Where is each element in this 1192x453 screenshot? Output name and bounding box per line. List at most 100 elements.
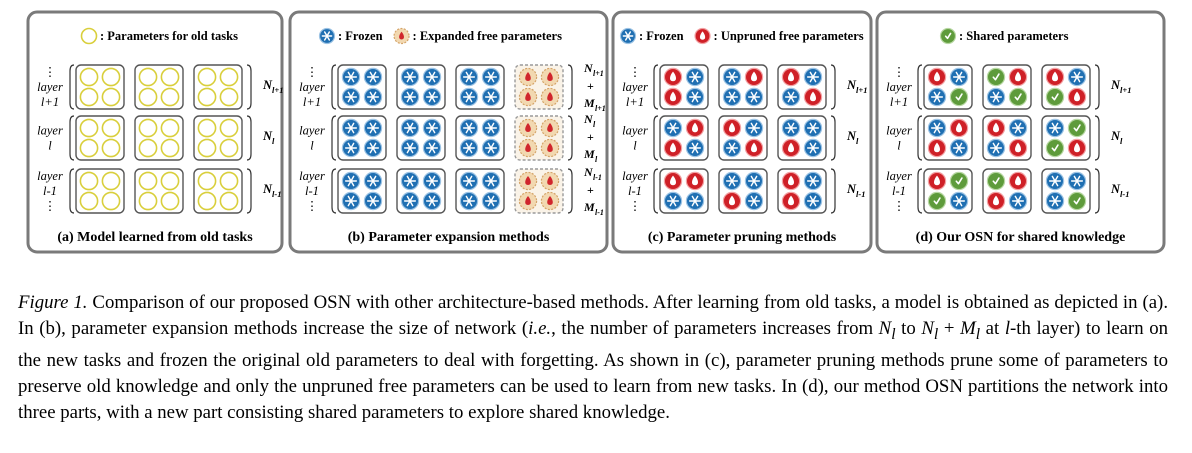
layer-index: layer [886,80,912,94]
layer-index: layer [622,80,648,94]
old-param-icon [80,27,98,45]
param-count-sub: l+1 [1120,85,1131,95]
old-param-icon [160,87,180,107]
frozen-param-icon [685,87,705,107]
free-param-icon [986,191,1006,211]
panel-caption: (a) Model learned from old tasks [57,230,253,245]
expanded-param-icon [540,138,560,158]
param-group [718,115,768,161]
param-count-m: M [583,200,595,214]
panel-caption: (b) Parameter expansion methods [348,230,550,245]
param-group [982,64,1032,110]
param-group [193,115,243,161]
frozen-param-icon [803,118,823,138]
old-param-icon [219,191,239,211]
free-param-icon [722,191,742,211]
param-group [718,168,768,214]
free-param-icon [949,118,969,138]
old-param-icon [79,118,99,138]
old-param-icon [219,118,239,138]
layer-index: layer [299,124,325,138]
layer-index: l [310,139,314,153]
frozen-param-icon [459,191,479,211]
frozen-param-icon [949,191,969,211]
param-count-sub: l [856,136,859,146]
expanded-param-group [514,168,564,214]
figure-label: Figure 1. [18,292,88,313]
frozen-param-icon [1008,191,1028,211]
bracket-right [246,115,252,161]
frozen-param-icon [422,87,442,107]
frozen-param-icon [459,87,479,107]
old-param-icon [219,171,239,191]
param-group [1041,64,1091,110]
frozen-param-icon [949,138,969,158]
bracket-left [69,115,75,161]
frozen-param-icon [481,138,501,158]
bracket-left [917,115,923,161]
old-param-icon [101,191,121,211]
expanded-param-group [514,64,564,110]
old-param-icon [138,67,158,87]
free-param-icon [1008,67,1028,87]
param-group [337,168,387,214]
bracket-left [653,64,659,110]
frozen-param-icon [685,138,705,158]
param-group [659,64,709,110]
param-group [337,115,387,161]
layer-index: l+1 [890,95,908,109]
param-group [659,115,709,161]
layer-label: ⋮ [44,65,57,79]
expanded-param-icon [540,171,560,191]
layer-index: layer [886,124,912,138]
layer-index: layer [299,169,325,183]
free-param-icon [781,67,801,87]
layer-index: l-1 [892,184,906,198]
frozen-param-icon [363,138,383,158]
layer-index: layer [622,124,648,138]
frozen-param-icon [341,191,361,211]
layer-label: ⋮ [629,199,642,213]
param-group [659,168,709,214]
param-group [396,115,446,161]
layer-label: ⋮ [306,199,319,213]
old-param-icon [138,118,158,138]
free-param-icon [1067,87,1087,107]
param-count-n: N [262,182,273,196]
frozen-param-icon [744,191,764,211]
old-param-icon [79,171,99,191]
frozen-param-icon [803,171,823,191]
layer-index: layer [37,169,63,183]
frozen-param-icon [422,67,442,87]
caption-l: l [1004,318,1011,339]
param-group [455,64,505,110]
param-group [777,64,827,110]
expanded-param-icon [518,138,538,158]
frozen-param-icon [986,138,1006,158]
legend-label: : Shared parameters [959,29,1069,43]
old-param-icon [160,191,180,211]
param-group [75,64,125,110]
caption-text-2: , the number of parameters increases fro… [551,318,879,339]
shared-param-icon [1045,138,1065,158]
shared-param-icon [1067,191,1087,211]
bracket-left [331,168,337,214]
free-param-icon [781,138,801,158]
bracket-right [246,64,252,110]
bracket-right [567,168,573,214]
param-count-n: N [583,165,594,179]
free-param-icon [927,171,947,191]
layer-index: layer [37,124,63,138]
free-param-icon [781,191,801,211]
param-count-m: M [583,147,595,161]
frozen-param-icon [481,67,501,87]
